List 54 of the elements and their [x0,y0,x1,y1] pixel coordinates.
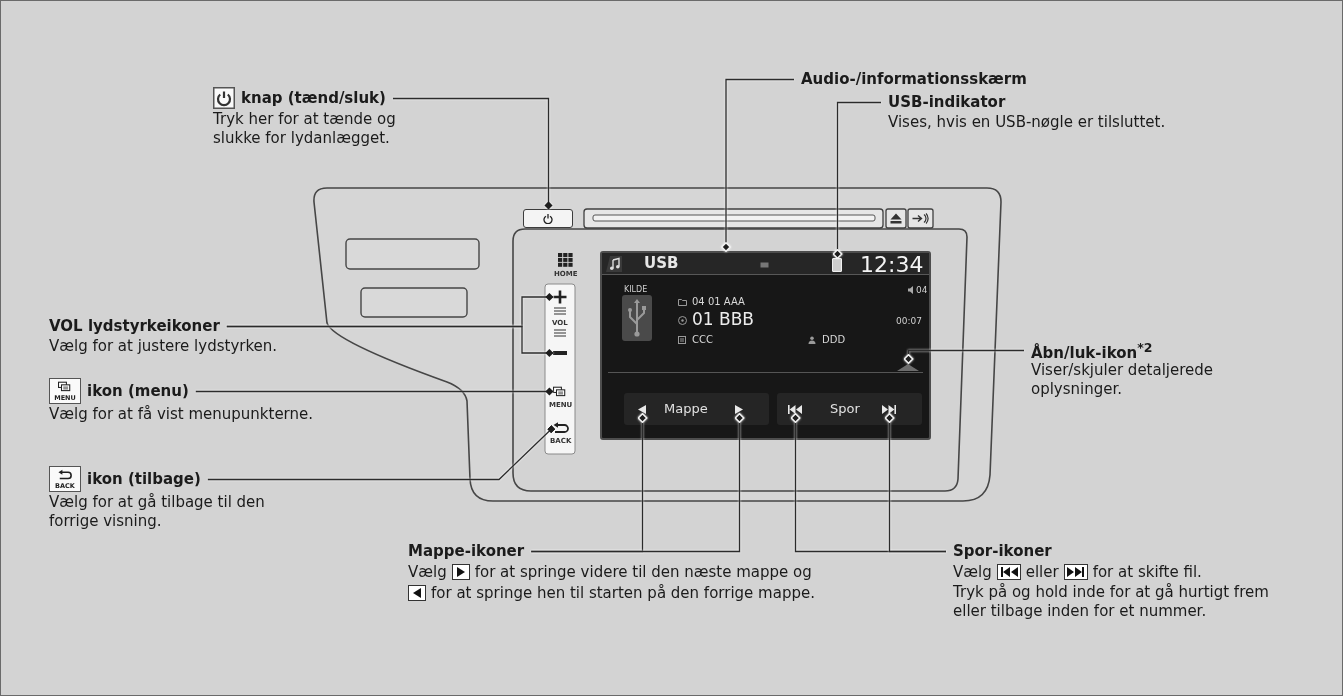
track-title: 01 BBB [692,309,755,329]
plus-icon [553,290,567,304]
callout-heading: Audio-/informationsskærm [801,69,1027,89]
display-screen [600,251,931,440]
callout-text: for at skifte fil. [1092,562,1202,582]
callout-text: for at springe videre til den næste mappe og [474,562,812,582]
folder-name: 04 01 AAA [692,295,745,308]
callout-heading: knap (tænd/sluk) [241,88,386,108]
skip-back-icon [788,405,802,414]
callout-heading: Mappe-ikoner [408,541,525,561]
leader-line [832,101,882,259]
leader-line [884,413,947,553]
callout-heading: Spor-ikoner [953,541,1052,561]
back-arrow-icon [553,422,569,433]
volume-level: 04 [916,284,928,296]
source-caption: KILDE [624,284,648,295]
callout-text: Vælg for at justere lydstyrken. [49,337,279,356]
elapsed-time: 00:07 [896,315,922,327]
folder-caption: Mappe [664,401,708,417]
callout-text: Vises, hvis en USB-nøgle er tilsluttet. [888,113,1167,132]
source-name: USB [644,254,679,272]
triangle-icon [897,363,919,371]
leader-line [195,387,554,396]
indicator-icon [832,258,842,272]
callout-heading: USB-indikator [888,92,1006,112]
callout-text: Tryk her for at tænde og slukke for lydanlægget. [213,110,397,148]
callout-heading: ikon (tilbage) [87,469,201,489]
callout-text: Vælg for at få vist menupunkterne. [49,405,315,424]
callout-text: Vælg [953,562,992,582]
leader-line [530,413,745,553]
leader-line [226,325,554,358]
leader-line [903,349,1025,364]
leader-line [207,424,556,481]
left-triangle-icon [638,405,646,414]
track-caption: Spor [830,401,860,417]
callout-heading: VOL lydstyrkeikoner [49,316,220,336]
callout-text: Vælg for at gå tilbage til den forrige visning. [49,493,266,531]
callout-text: eller [1025,562,1059,582]
minus-icon [553,351,567,355]
menu-icon [553,386,567,397]
clock-time: 12:34 [860,252,924,277]
album-name: CCC [692,333,713,346]
artist-name: DDD [822,333,846,346]
leader-line [392,97,553,210]
leader-line [721,78,795,252]
skip-forward-icon [882,405,896,414]
callout-heading: Åbn/luk-ikon$^{*2}$ [1031,338,1153,363]
callout-text: Vælg [408,562,447,582]
right-triangle-icon [735,405,743,414]
power-button [523,209,573,228]
callout-text: Tryk på og hold inde for at gå hurtigt frem eller tilbage inden for et nummer. [953,583,1270,621]
callout-heading: ikon (menu) [87,381,189,401]
callout-text: Viser/skjuler detaljerede oplysninger. [1031,361,1215,399]
callout-text: for at springe hen til starten på den forrige mappe. [431,583,815,603]
